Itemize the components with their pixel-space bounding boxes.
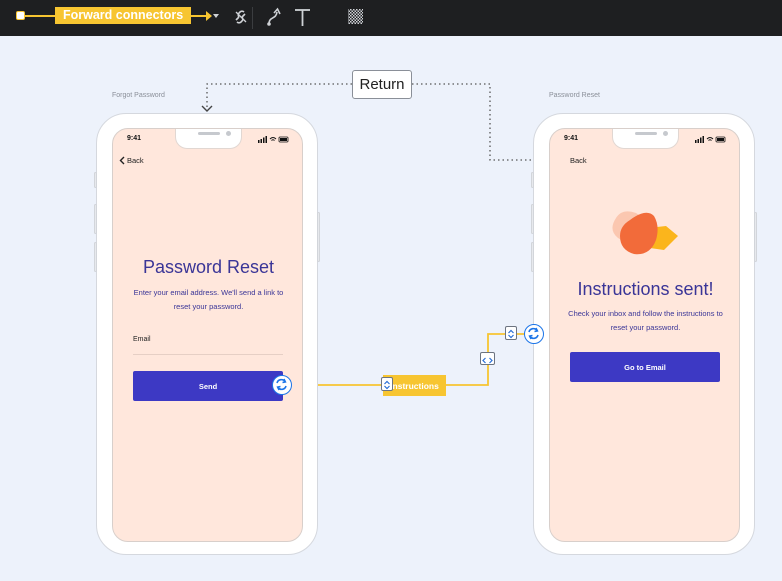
phone-side-button (531, 204, 534, 234)
phone-side-button (754, 212, 757, 262)
top-toolbar: Forward connectors (0, 0, 782, 36)
send-button[interactable]: Send (133, 371, 283, 401)
phone-frame-password-reset[interactable]: 9:41 Back Instructions sent! Check your … (531, 113, 757, 555)
phone-side-button (531, 172, 534, 188)
page-title: Password Reset (142, 257, 275, 277)
connector-mode-selector[interactable]: Forward connectors (10, 6, 226, 26)
code-icon[interactable] (480, 352, 495, 365)
return-connector-label[interactable]: Return (352, 70, 412, 99)
reorder-handle-icon[interactable] (505, 326, 517, 340)
text-tool-icon[interactable] (291, 6, 315, 28)
back-label: Back (570, 155, 587, 165)
return-connector-line-left (206, 83, 352, 107)
phone-frame-forgot-password[interactable]: 9:41 Back Password Reset Enter your emai… (94, 113, 320, 555)
go-to-email-button[interactable]: Go to Email (570, 352, 720, 382)
unlink-icon[interactable] (230, 6, 254, 28)
back-button[interactable]: Back (568, 155, 587, 167)
phone-screen: 9:41 Back Instructions sent! Check your … (549, 128, 740, 542)
email-field[interactable] (133, 345, 283, 355)
status-time: 9:41 (127, 135, 142, 142)
phone-side-button (94, 204, 97, 234)
status-time: 9:41 (564, 135, 579, 142)
phone-side-button (94, 242, 97, 272)
chevron-left-icon (119, 156, 125, 165)
back-button[interactable]: Back (119, 155, 144, 167)
dropdown-caret-icon[interactable] (210, 8, 224, 24)
page-subtitle: Check your inbox and follow the instruct… (568, 309, 723, 332)
toolbar-divider (252, 7, 253, 29)
page-subtitle: Enter your email address. We'll send a l… (133, 288, 284, 311)
connector-line-segment (25, 15, 55, 17)
phone-notch (612, 129, 679, 149)
connector-start-icon (16, 11, 25, 20)
page-title: Instructions sent! (577, 279, 714, 299)
phone-side-button (94, 172, 97, 188)
phone-screen: 9:41 Back Password Reset Enter your emai… (112, 128, 303, 542)
status-icons (695, 136, 726, 143)
refresh-connector-icon[interactable] (272, 375, 292, 395)
reorder-handle-icon[interactable] (381, 377, 393, 391)
instructions-connector-label[interactable]: Instructions (383, 375, 446, 396)
return-connector-line-right (412, 83, 548, 161)
transparency-icon[interactable] (344, 6, 368, 28)
status-icons (258, 136, 289, 143)
connector-mode-label: Forward connectors (55, 7, 192, 24)
connector-line-segment (186, 15, 208, 17)
connector-arrow-icon (206, 11, 212, 21)
phone-side-button (317, 212, 320, 262)
frame-label-password-reset: Password Reset (549, 92, 600, 99)
phone-notch (175, 129, 242, 149)
blob-illustration (612, 211, 678, 255)
refresh-connector-icon[interactable] (524, 324, 544, 344)
curve-connector-icon[interactable] (264, 6, 288, 28)
back-label: Back (127, 155, 144, 165)
frame-label-forgot-password: Forgot Password (112, 92, 165, 99)
return-arrowhead-icon (201, 105, 213, 112)
email-field-label: Email (133, 336, 151, 343)
phone-side-button (531, 242, 534, 272)
